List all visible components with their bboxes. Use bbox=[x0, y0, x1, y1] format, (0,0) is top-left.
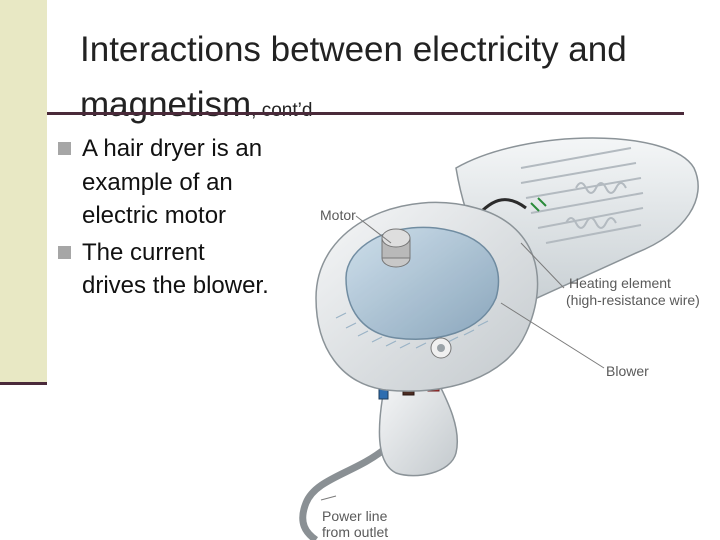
motor-cylinder bbox=[382, 229, 410, 267]
label-motor: Motor bbox=[320, 207, 356, 223]
bullet-list: A hair dryer is an example of an electri… bbox=[56, 132, 271, 306]
hair-dryer-figure: Motor Heating element (high-resistance w… bbox=[276, 128, 708, 540]
label-heating-wire: (high-resistance wire) bbox=[566, 292, 700, 308]
side-accent-band bbox=[0, 0, 47, 384]
bullet-square-icon bbox=[58, 246, 71, 259]
slide-title: Interactions between electricity and mag… bbox=[80, 26, 700, 136]
label-power-line: Power line bbox=[322, 508, 388, 524]
hair-dryer-diagram: Motor Heating element (high-resistance w… bbox=[276, 128, 708, 540]
bullet-item: The current drives the blower. bbox=[56, 236, 271, 303]
bullet-text: The current drives the blower. bbox=[82, 239, 269, 300]
label-blower: Blower bbox=[606, 363, 649, 379]
side-rule bbox=[0, 382, 47, 385]
bullet-item: A hair dryer is an example of an electri… bbox=[56, 132, 271, 233]
label-heating-element: Heating element bbox=[569, 275, 671, 291]
title-rule bbox=[47, 112, 684, 115]
bullet-text: A hair dryer is an example of an electri… bbox=[82, 135, 262, 229]
title-main: Interactions between electricity and mag… bbox=[80, 30, 627, 124]
label-from-outlet: from outlet bbox=[322, 524, 388, 540]
bullet-square-icon bbox=[58, 142, 71, 155]
title-suffix: , cont’d bbox=[251, 100, 312, 121]
